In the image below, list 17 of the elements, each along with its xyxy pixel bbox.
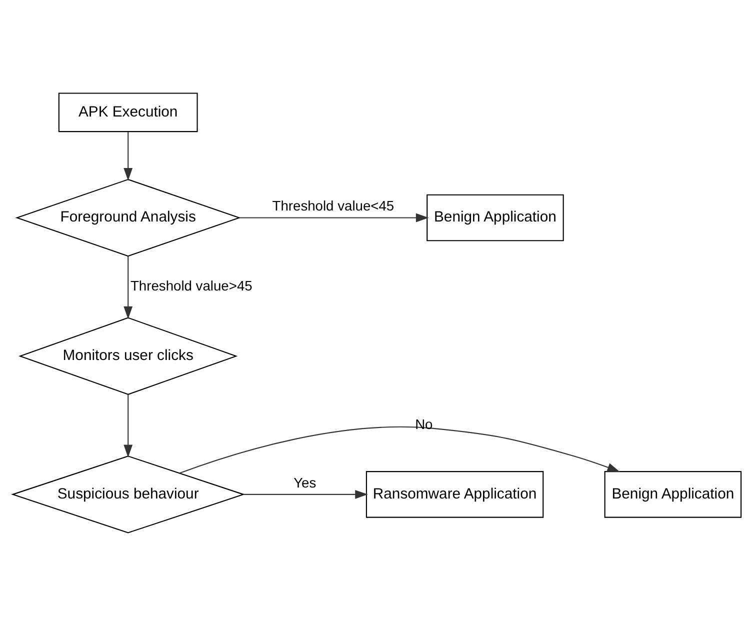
node-diamond: Suspicious behaviour <box>11 455 246 533</box>
arrow <box>179 426 620 474</box>
arrow <box>124 256 133 319</box>
arrow <box>243 489 368 498</box>
edge-label: Threshold value<45 <box>272 197 394 214</box>
edge-label: Threshold value>45 <box>130 277 252 294</box>
arrow <box>124 394 133 458</box>
arrow <box>124 131 133 180</box>
node-box: Benign Application <box>426 194 564 241</box>
node-box: APK Execution <box>58 92 198 132</box>
node-diamond: Foreground Analysis <box>15 178 241 256</box>
node-box: Ransomware Application <box>366 470 544 518</box>
edge-label: No <box>415 415 433 432</box>
edge-label: Yes <box>294 474 316 490</box>
arrow <box>239 212 429 222</box>
node-box: Benign Application <box>604 470 742 518</box>
node-diamond: Monitors user clicks <box>18 316 238 394</box>
